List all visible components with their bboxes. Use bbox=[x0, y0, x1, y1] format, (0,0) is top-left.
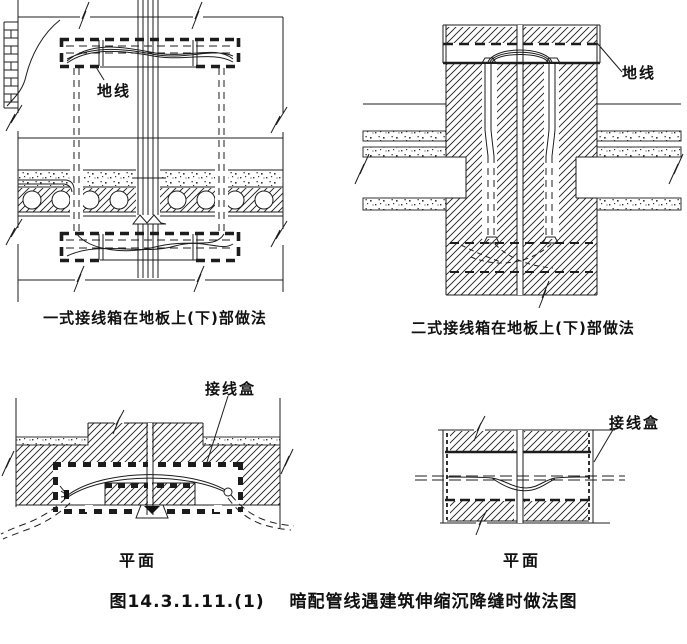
embedded-conduits bbox=[18, 68, 225, 232]
type2-plan-caption: 平面 bbox=[502, 551, 541, 570]
expansion-joint bbox=[135, 423, 169, 519]
right-floor-slab bbox=[596, 103, 684, 211]
vertical-conduit-bundle bbox=[131, 0, 167, 278]
ground-wire-label: 地线 bbox=[97, 82, 132, 100]
figure-title: 图14.3.1.11.(1) 暗配管线遇建筑伸缩沉降缝时做法图 bbox=[109, 592, 578, 612]
junction-box-leader bbox=[206, 395, 229, 463]
hidden-lower-box bbox=[450, 242, 593, 273]
left-floor-slab bbox=[354, 103, 447, 211]
masonry-wall-edge bbox=[3, 19, 61, 109]
center-axis bbox=[415, 475, 625, 481]
ground-wire-label: 地线 bbox=[622, 64, 657, 82]
upper-junction-box bbox=[443, 42, 600, 65]
slack-wire bbox=[446, 476, 590, 492]
expansion-joint bbox=[516, 25, 524, 295]
ground-wires bbox=[487, 49, 553, 63]
type1-plan-caption: 平面 bbox=[118, 551, 157, 570]
junction-box-label: 接线盒 bbox=[609, 414, 661, 432]
conduit-tails bbox=[0, 494, 295, 540]
type2-section-caption: 二式接线箱在地板上(下)部做法 bbox=[411, 319, 635, 337]
ground-wires bbox=[59, 474, 233, 499]
lower-junction-box bbox=[59, 231, 241, 263]
type1-section-drawing bbox=[3, 0, 288, 302]
ground-wire-leader bbox=[95, 66, 105, 81]
ground-wire-leader bbox=[596, 42, 623, 73]
type2-plan-drawing bbox=[415, 415, 625, 536]
ground-wires bbox=[66, 45, 234, 257]
type1-plan-drawing bbox=[0, 395, 295, 540]
junction-box-label: 接线盒 bbox=[205, 380, 257, 398]
type2-section-drawing bbox=[354, 24, 684, 309]
type1-section-caption: 一式接线箱在地板上(下)部做法 bbox=[43, 309, 267, 327]
junction-box-leader bbox=[593, 427, 615, 463]
